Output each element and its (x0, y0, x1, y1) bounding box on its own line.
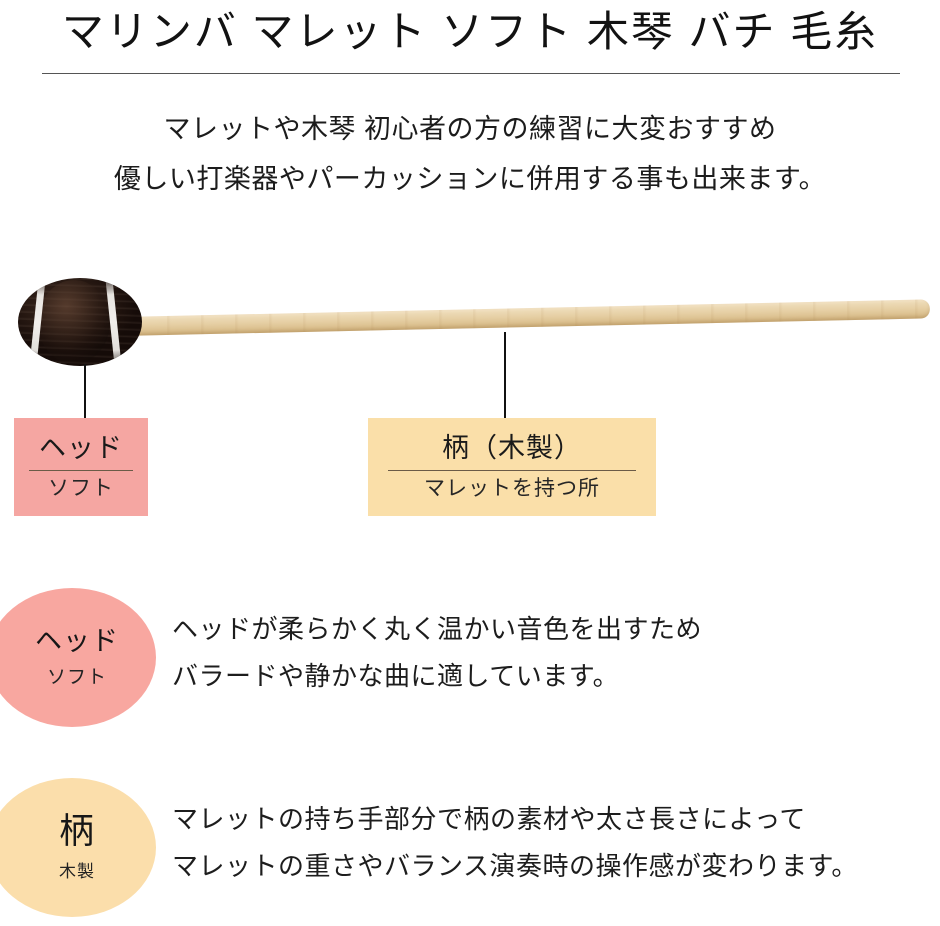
mallet-illustration (0, 262, 940, 412)
feature-handle-description-line-1: マレットの持ち手部分で柄の素材や太さ長さによって (172, 804, 806, 834)
mallet-head-shading (38, 280, 110, 364)
leader-line-handle (504, 332, 506, 418)
feature-circle-head: ヘッド ソフト (0, 588, 156, 727)
subtitle-line-1: マレットや木琴 初心者の方の練習に大変おすすめ (163, 114, 777, 144)
mallet-shaft-icon (119, 299, 931, 336)
callout-handle-secondary-label: マレットを持つ所 (424, 477, 600, 500)
page-title: マリンバ マレット ソフト 木琴 バチ 毛糸 (61, 8, 879, 55)
mallet-head-icon (18, 278, 142, 366)
feature-circle-handle-primary-label: 柄 (58, 811, 95, 851)
feature-handle-description-line-2: マレットの重さやバランス演奏時の操作感が変わります。 (172, 851, 858, 881)
callout-head-primary-label: ヘッド (39, 433, 123, 463)
subtitle-line-2: 優しい打楽器やパーカッションに併用する事も出来ます。 (113, 164, 827, 194)
leader-line-head (84, 364, 86, 418)
callout-head-divider (29, 470, 133, 471)
feature-circle-handle-secondary-label: 木製 (59, 861, 95, 881)
callout-handle-divider (388, 470, 636, 471)
feature-head-description: ヘッドが柔らかく丸く温かい音色を出すため バラードや静かな曲に適しています。 (172, 606, 932, 700)
feature-row-head: ヘッド ソフト ヘッドが柔らかく丸く温かい音色を出すため バラードや静かな曲に適… (0, 588, 940, 728)
callout-head-secondary-label: ソフト (48, 477, 114, 500)
feature-circle-head-primary-label: ヘッド (35, 625, 119, 656)
feature-handle-description: マレットの持ち手部分で柄の素材や太さ長さによって マレットの重さやバランス演奏時… (172, 796, 932, 890)
feature-row-handle: 柄 木製 マレットの持ち手部分で柄の素材や太さ長さによって マレットの重さやバラ… (0, 778, 940, 920)
subtitle-block: マレットや木琴 初心者の方の練習に大変おすすめ 優しい打楽器やパーカッションに併… (0, 104, 940, 204)
title-divider (42, 73, 900, 74)
feature-head-description-line-2: バラードや静かな曲に適しています。 (172, 661, 620, 691)
callout-box-handle: 柄（木製） マレットを持つ所 (368, 418, 656, 516)
feature-head-description-line-1: ヘッドが柔らかく丸く温かい音色を出すため (172, 614, 703, 644)
feature-circle-head-secondary-label: ソフト (46, 666, 107, 688)
callout-box-head: ヘッド ソフト (14, 418, 148, 516)
callout-handle-primary-label: 柄（木製） (442, 433, 582, 463)
feature-circle-handle: 柄 木製 (0, 778, 156, 917)
